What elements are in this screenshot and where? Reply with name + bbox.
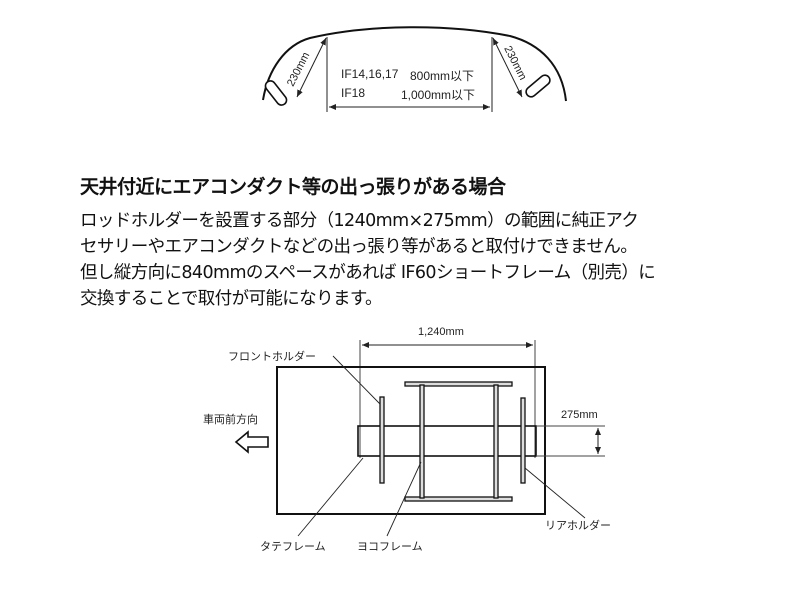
right-grip-icon bbox=[525, 74, 551, 98]
spec-row-2-model: IF18 bbox=[341, 86, 366, 100]
roof-curve bbox=[262, 26, 567, 102]
horizontal-frame-label: ヨコフレーム bbox=[357, 541, 423, 553]
rear-holder bbox=[520, 397, 526, 484]
paragraph-line-3: 但し縦方向に840mmのスペースがあれば IF60ショートフレーム（別売）に bbox=[80, 263, 656, 283]
front-holder-label: フロントホルダー bbox=[228, 351, 316, 363]
width-1240mm-label: 1,240mm bbox=[418, 326, 464, 338]
height-275mm-label: 275mm bbox=[561, 409, 598, 421]
rear-holder-label: リアホルダー bbox=[545, 520, 611, 532]
rod-holder-band bbox=[357, 425, 537, 457]
spec-row-1-model: IF14,16,17 bbox=[341, 67, 399, 81]
spec-row-2-limit: 1,000mm以下 bbox=[401, 88, 476, 102]
horizontal-frame-bottom bbox=[404, 496, 513, 502]
paragraph-line-1: ロッドホルダーを設置する部分（1240mm×275mm）の範囲に純正アク bbox=[80, 211, 639, 231]
section-heading: 天井付近にエアコンダクト等の出っ張りがある場合 bbox=[80, 176, 506, 198]
vertical-frame-right bbox=[493, 384, 499, 499]
vertical-frame-label: タテフレーム bbox=[260, 541, 326, 553]
vertical-frame-left bbox=[419, 384, 425, 499]
forward-arrow-icon bbox=[234, 430, 269, 454]
spec-row-1-limit: 800mm以下 bbox=[410, 69, 475, 83]
front-holder bbox=[379, 396, 385, 484]
roof-outline bbox=[276, 366, 546, 515]
paragraph-line-2: セサリーやエアコンダクトなどの出っ張り等があると取付けできません。 bbox=[80, 237, 638, 257]
vehicle-forward-label: 車両前方向 bbox=[203, 414, 258, 426]
left-grip-icon bbox=[264, 80, 288, 106]
paragraph-line-4: 交換することで取付が可能になります。 bbox=[80, 289, 383, 309]
horizontal-frame-top bbox=[404, 381, 513, 387]
